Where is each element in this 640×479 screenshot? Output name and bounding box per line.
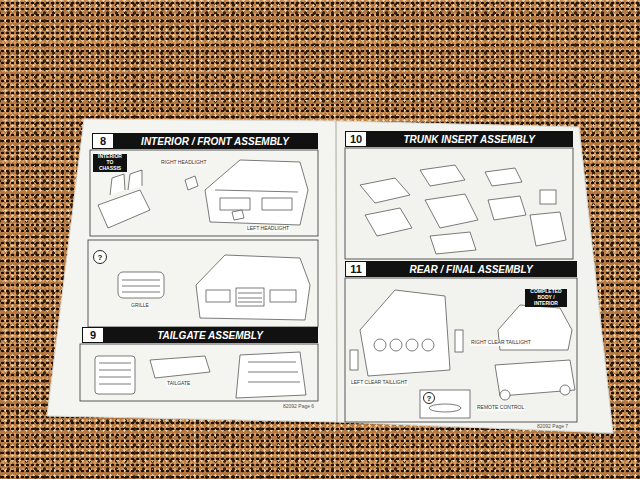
note-box: INTERIOR TO CHASSIS [93,154,127,172]
page-footer: 82092 Page 6 [282,404,315,410]
note-text: ? [98,253,103,262]
part-label: GRILLE [130,303,150,309]
note-text: COMPLETED BODY / INTERIOR [527,289,565,306]
step-header: 8INTERIOR / FRONT ASSEMBLY [92,133,318,149]
step-number: 8 [93,134,113,148]
step-number: 9 [83,328,103,342]
question-circle: ? [93,250,107,264]
step-number: 11 [346,262,366,276]
part-label: REMOTE CONTROL [476,405,525,411]
step-title: TRUNK INSERT ASSEMBLY [366,132,572,146]
step-header: 10TRUNK INSERT ASSEMBLY [345,131,573,147]
part-label: LEFT HEADLIGHT [246,226,290,232]
section-frames [80,148,577,422]
step-number: 10 [346,132,366,146]
question-circle: ? [423,392,435,404]
part-label: RIGHT HEADLIGHT [160,160,207,166]
page-footer: 82092 Page 7 [536,424,569,430]
note-text: INTERIOR TO CHASSIS [95,154,125,171]
step-header: 9TAILGATE ASSEMBLY [82,327,318,343]
part-label: RIGHT CLEAR TAILLIGHT [470,340,532,346]
note-text: ? [427,394,432,403]
page-fold [336,121,337,422]
part-label: TAILGATE [166,381,191,387]
right-page [336,121,613,433]
left-page [47,119,337,422]
step-title: TAILGATE ASSEMBLY [103,328,317,342]
step-title: INTERIOR / FRONT ASSEMBLY [113,134,317,148]
step-title: REAR / FINAL ASSEMBLY [366,262,576,276]
part-label: LEFT CLEAR TAILLIGHT [350,380,408,386]
step-header: 11REAR / FINAL ASSEMBLY [345,261,577,277]
note-box: COMPLETED BODY / INTERIOR [525,289,567,307]
part-drawings [95,160,575,418]
